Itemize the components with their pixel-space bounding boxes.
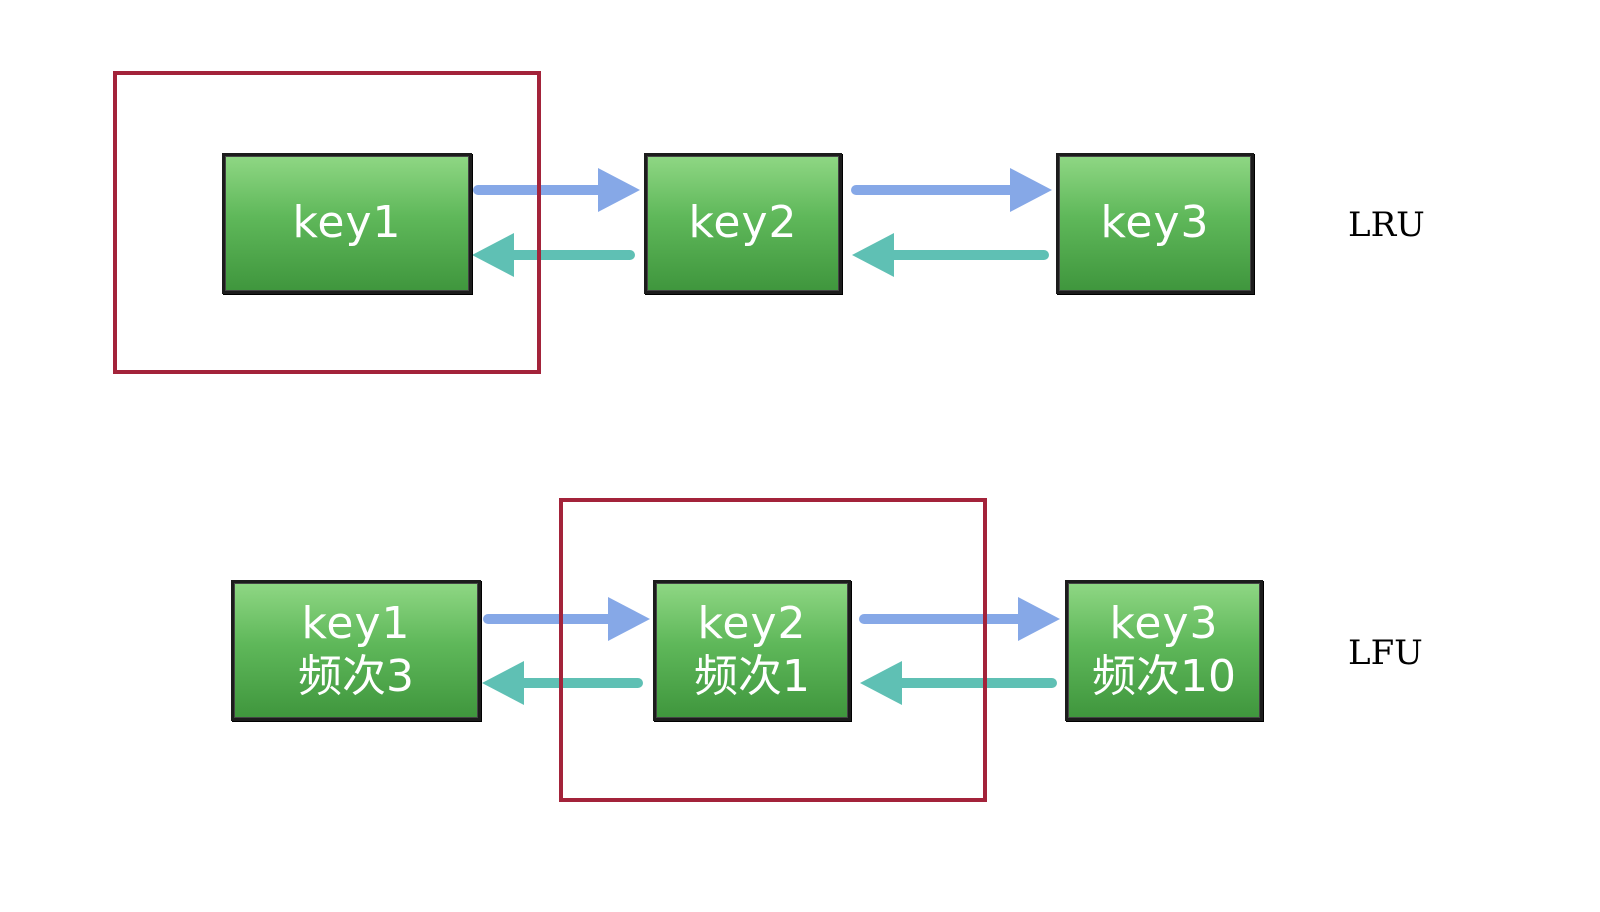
lfu-node-key2-frequency: 频次1: [694, 650, 810, 702]
lfu-label: LFU: [1348, 633, 1423, 673]
lfu-node-key1-label: key1: [301, 598, 411, 650]
lfu-arrowhead-key2-to-key3: [1018, 597, 1060, 641]
lru-arrowhead-key2-to-key3: [1010, 168, 1052, 212]
lfu-node-key2-label: key2: [697, 598, 807, 650]
lru-arrowhead-key3-to-key2: [852, 233, 894, 277]
lru-label: LRU: [1348, 205, 1425, 245]
lru-node-key3: key3: [1056, 153, 1254, 294]
lru-eviction-highlight: [113, 71, 541, 374]
lfu-arrowhead-key3-to-key2: [860, 661, 902, 705]
lru-arrowhead-key2-to-key1: [472, 233, 514, 277]
lru-node-key3-label: key3: [1100, 197, 1210, 249]
lru-node-key1: key1: [222, 153, 472, 294]
lfu-node-key3-label: key3: [1109, 598, 1219, 650]
lfu-arrowhead-key2-to-key1: [482, 661, 524, 705]
lfu-node-key1-frequency: 频次3: [298, 650, 414, 702]
lru-node-key1-label: key1: [292, 197, 402, 249]
lfu-node-key1: key1 频次3: [231, 580, 481, 721]
lfu-arrowhead-key1-to-key2: [608, 597, 650, 641]
lfu-node-key2: key2 频次1: [653, 580, 851, 721]
lfu-node-key3: key3 频次10: [1065, 580, 1263, 721]
lfu-node-key3-frequency: 频次10: [1092, 650, 1236, 702]
lfu-eviction-highlight: [559, 498, 987, 802]
lru-node-key2-label: key2: [688, 197, 798, 249]
lru-arrowhead-key1-to-key2: [598, 168, 640, 212]
lru-node-key2: key2: [644, 153, 842, 294]
